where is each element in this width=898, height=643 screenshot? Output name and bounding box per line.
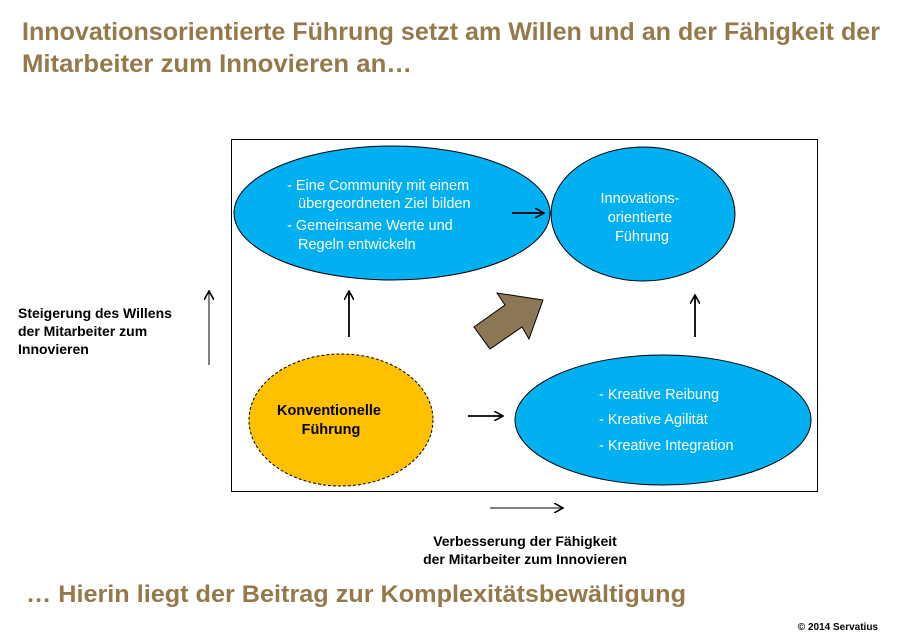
axis-x-label: Verbesserung der Fähigkeit der Mitarbeit… [400,532,650,568]
axis-y-label-line: Innovieren [18,341,89,357]
copyright: © 2014 Servatius [797,622,878,633]
ellipse-creativity [514,354,812,486]
footer-statement: … Hierin liegt der Beitrag zur Komplexit… [26,581,686,608]
ellipse-innovation-text: Innovations- orientierte Führung [600,191,683,245]
title-line-1: Innovationsorientierte Führung setzt am … [22,18,880,46]
axis-y-label: Steigerung des Willens der Mitarbeiter z… [18,304,172,358]
axis-y-label-line: der Mitarbeiter zum [18,323,148,339]
ellipse-creativity-text: - Kreative Reibung - Kreative Agilität -… [599,387,734,454]
title-line-2: Mitarbeiter zum Innovieren an… [22,50,412,78]
axis-y-label-line: Steigerung des Willens [18,305,172,321]
ellipse-conventional-text: Konventionelle Führung [277,403,385,438]
ellipse-innovation [550,146,736,282]
diagonal-arrow-icon [473,292,544,350]
ellipse-community-text: - Eine Community mit einem übergeordnete… [287,178,475,253]
axis-x-label-line: Verbesserung der Fähigkeit [433,533,617,549]
ellipse-community [233,145,551,281]
ellipse-conventional [248,353,434,487]
axis-x-label-line: der Mitarbeiter zum Innovieren [423,551,627,567]
